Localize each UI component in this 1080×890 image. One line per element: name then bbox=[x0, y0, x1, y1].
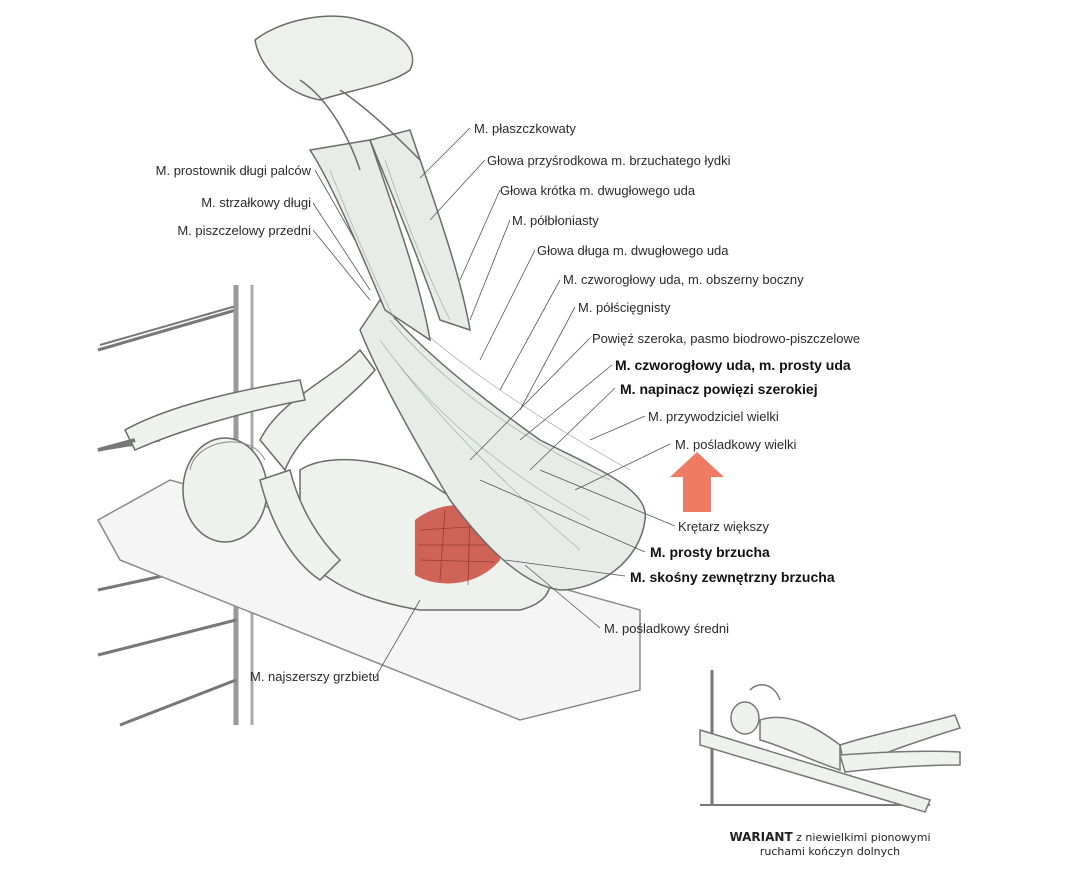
label-posladkowy-wielki: M. pośladkowy wielki bbox=[675, 437, 797, 452]
leader-lines bbox=[312, 127, 676, 679]
label-polbloniasty: M. półbłoniasty bbox=[512, 213, 599, 228]
label-plaszczkowaty: M. płaszczkowaty bbox=[474, 121, 576, 136]
label-prosty-brzucha: M. prosty brzucha bbox=[650, 544, 770, 560]
label-najszerszy: M. najszerszy grzbietu bbox=[250, 669, 380, 684]
label-powiez: Powięź szeroka, pasmo biodrowo-piszczelo… bbox=[592, 331, 861, 346]
label-brzuchaty: Głowa przyśrodkowa m. brzuchatego łydki bbox=[487, 153, 731, 168]
caption-line2: ruchami kończyn dolnych bbox=[759, 845, 901, 858]
label-polscięgnisty: M. półścięgnisty bbox=[578, 300, 671, 315]
lower-leg bbox=[308, 139, 432, 342]
label-skosny: M. skośny zewnętrzny brzucha bbox=[630, 569, 835, 585]
arrow-up-icon bbox=[670, 452, 724, 512]
variant-caption: WARIANT z niewielkimi pionowymi ruchami … bbox=[690, 830, 970, 859]
head bbox=[182, 437, 268, 543]
thigh bbox=[359, 298, 646, 591]
upper-arm-left bbox=[259, 348, 376, 472]
upper-arm-right bbox=[259, 469, 342, 581]
lower-leg-2 bbox=[368, 129, 471, 332]
label-dwuglowy-krotka: Głowa krótka m. dwugłowego uda bbox=[500, 183, 696, 198]
forearm bbox=[124, 379, 306, 451]
label-posladkowy-sredni: M. pośladkowy średni bbox=[604, 621, 729, 636]
caption-title: WARIANT bbox=[729, 830, 793, 844]
label-dwuglowy-dluga: Głowa długa m. dwugłowego uda bbox=[537, 243, 729, 258]
label-strzalkowy: M. strzałkowy długi bbox=[201, 195, 311, 210]
label-prostownik: M. prostownik długi palców bbox=[155, 163, 311, 178]
label-napinacz: M. napinacz powięzi szerokiej bbox=[620, 381, 818, 397]
label-obszerny: M. czworogłowy uda, m. obszerny boczny bbox=[563, 272, 804, 287]
label-piszczelowy: M. piszczelowy przedni bbox=[177, 223, 311, 238]
caption-line1: z niewielkimi pionowymi bbox=[796, 831, 931, 844]
label-kretarz: Krętarz większy bbox=[678, 519, 770, 534]
shoes bbox=[254, 15, 414, 101]
label-przywodziciel: M. przywodziciel wielki bbox=[648, 409, 779, 424]
variant-illustration bbox=[699, 670, 961, 813]
label-prosty-uda: M. czworogłowy uda, m. prosty uda bbox=[615, 357, 851, 373]
